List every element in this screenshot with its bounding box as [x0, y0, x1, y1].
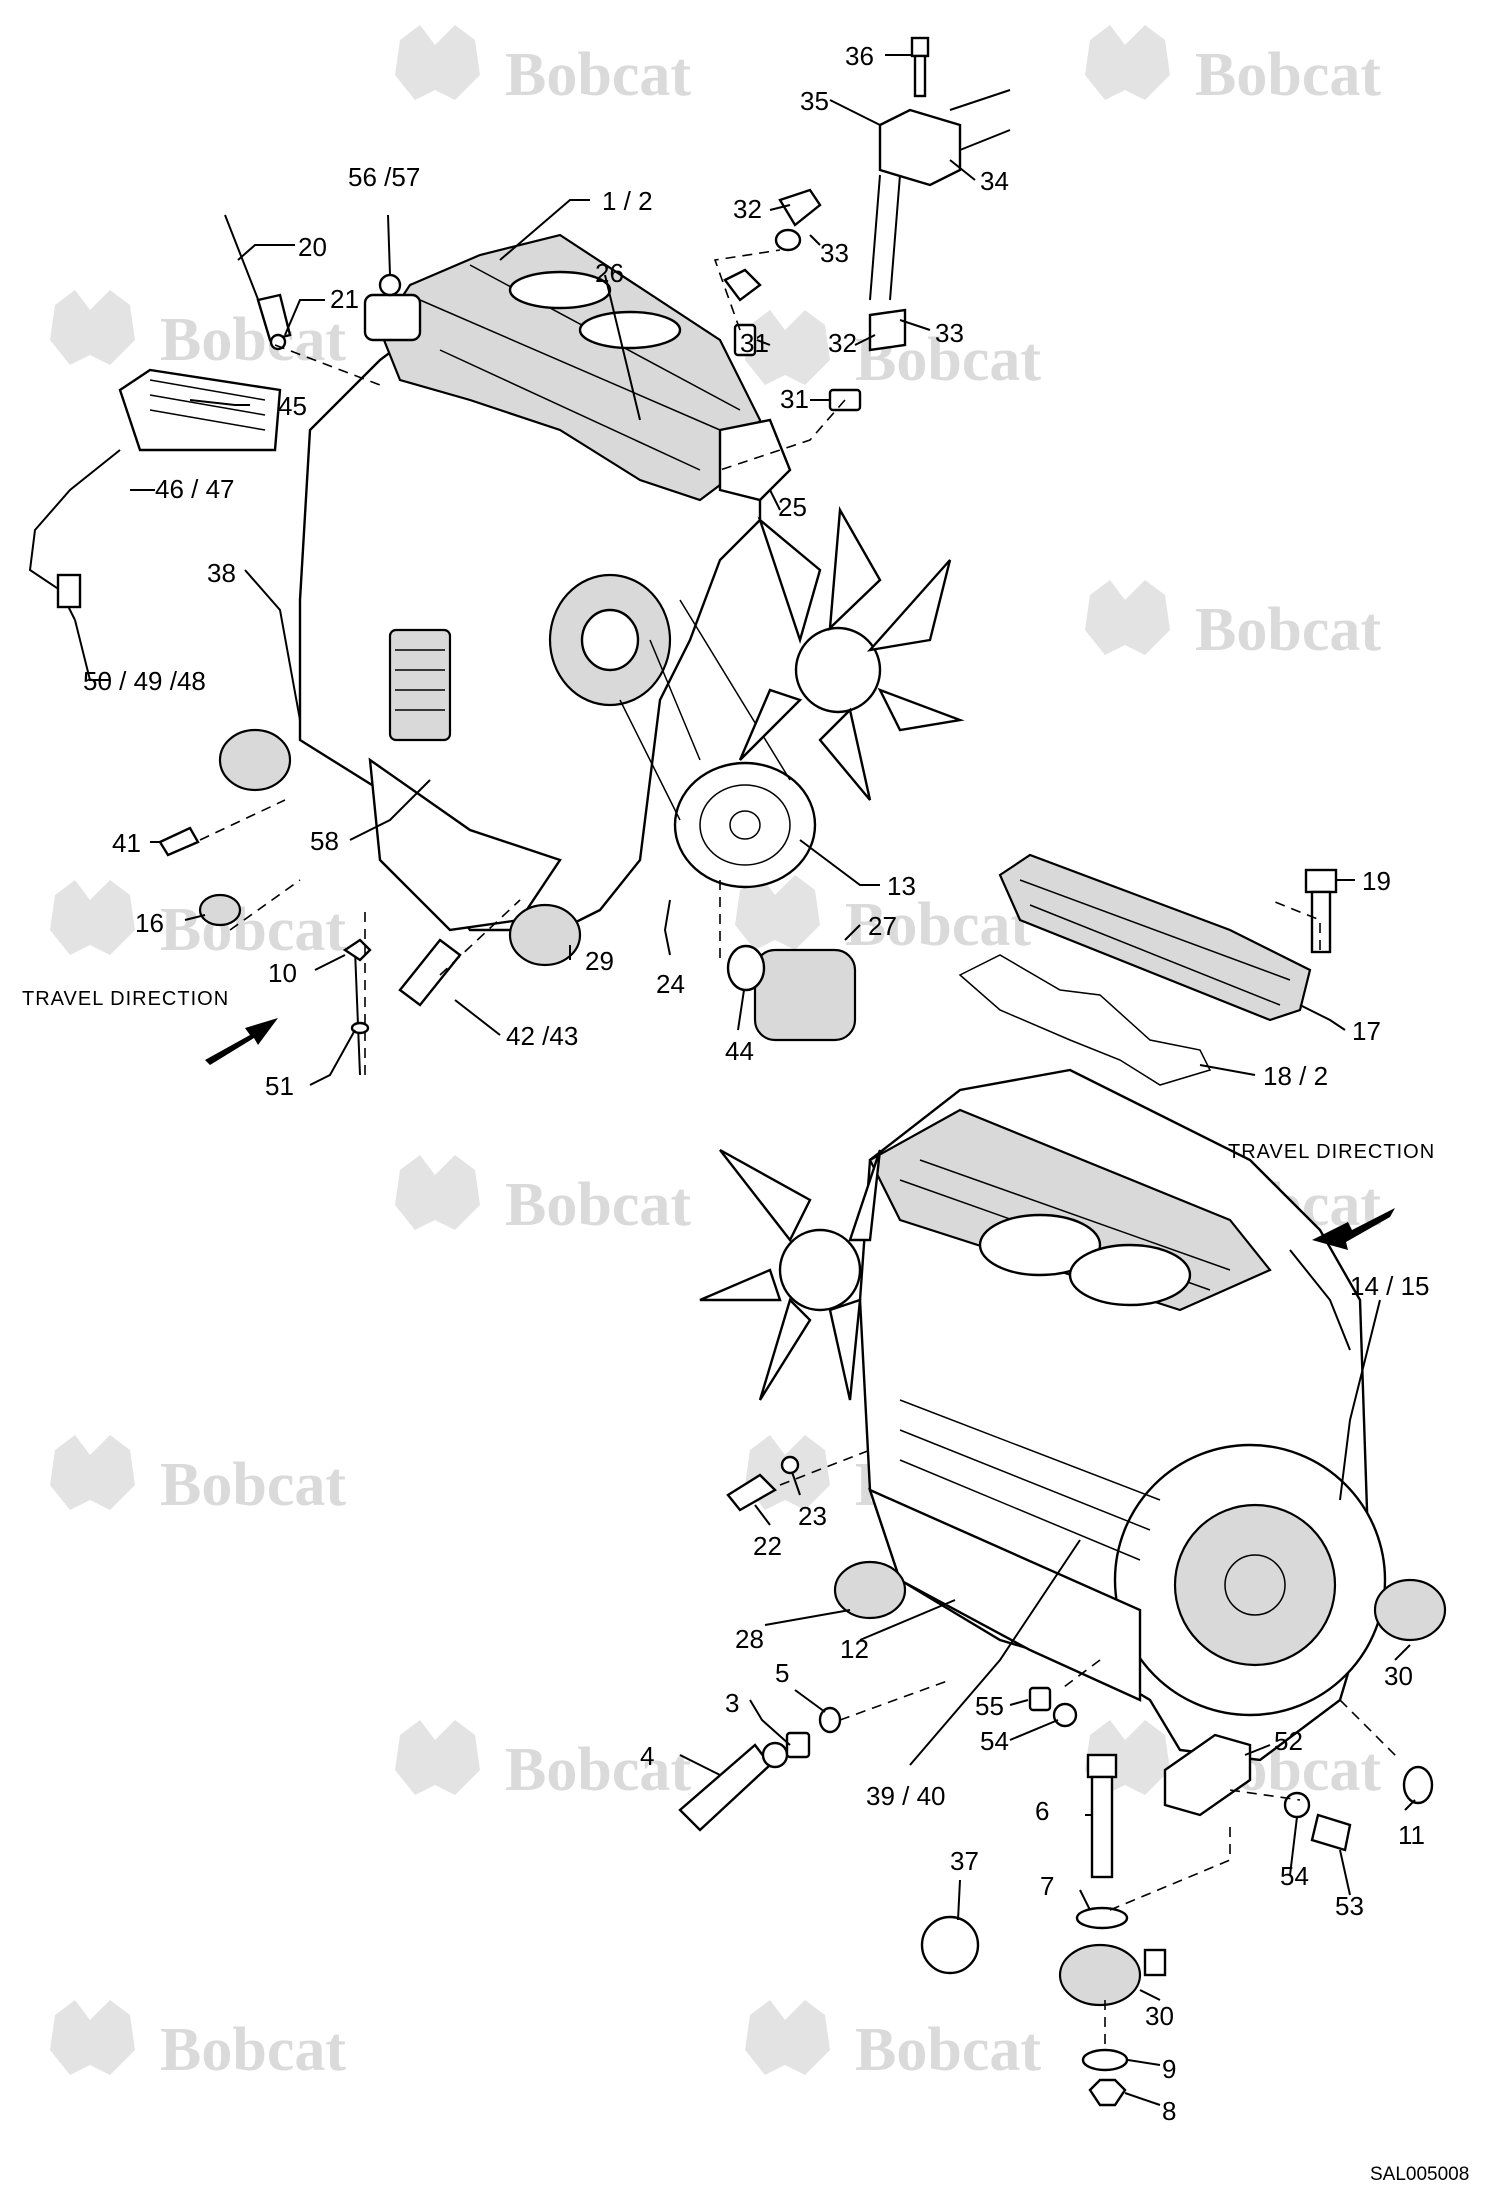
- callout-10: 10: [268, 958, 297, 988]
- callout-4: 4: [640, 1741, 654, 1771]
- callout-17: 17: [1352, 1016, 1381, 1046]
- svg-text:Bobcat: Bobcat: [505, 1736, 691, 1804]
- svg-text:Bobcat: Bobcat: [845, 891, 1031, 959]
- travel-arrow-lower-icon: [1312, 1208, 1395, 1250]
- callout-34: 34: [980, 166, 1009, 196]
- callout-54: 54: [1280, 1861, 1309, 1891]
- engine-front-view: [28, 233, 965, 967]
- svg-text:Bobcat: Bobcat: [855, 2016, 1041, 2084]
- callout-58: 58: [310, 826, 339, 856]
- svg-text:Bobcat: Bobcat: [160, 2016, 346, 2084]
- callout-3: 3: [725, 1688, 739, 1718]
- callout-31: 31: [740, 328, 769, 358]
- callout-30: 30: [1145, 2001, 1174, 2031]
- engine-rear-view: [699, 1068, 1447, 1762]
- callout-13: 13: [887, 871, 916, 901]
- svg-text:Bobcat: Bobcat: [1195, 596, 1381, 664]
- callout-18-2: 18 / 2: [1263, 1061, 1328, 1091]
- callout-39-40: 39 / 40: [866, 1781, 946, 1811]
- lower-loose-parts: [678, 1455, 1434, 2107]
- reference-lines: [199, 249, 1401, 2050]
- travel-direction-label-lower: TRAVEL DIRECTION: [1228, 1141, 1435, 1163]
- callout-56-57: 56 /57: [348, 162, 420, 192]
- callout-26: 26: [595, 258, 624, 288]
- watermark-icon: Bobcat: [745, 2000, 1041, 2084]
- callout-11: 11: [1398, 1820, 1425, 1850]
- cooling-fan-rear-icon: [699, 1148, 882, 1401]
- callout-32: 32: [733, 194, 762, 224]
- svg-text:Bobcat: Bobcat: [505, 1171, 691, 1239]
- svg-text:Bobcat: Bobcat: [160, 896, 346, 964]
- callout-20: 20: [298, 232, 327, 262]
- watermark-icon: Bobcat: [50, 2000, 346, 2084]
- watermark-icon: Bobcat: [745, 310, 1041, 394]
- callout-50-49-48: 50 / 49 /48: [83, 666, 206, 696]
- callout-37: 37: [950, 1846, 979, 1876]
- callout-33: 33: [935, 318, 964, 348]
- watermark-icon: Bobcat: [395, 1155, 691, 1239]
- callout-1-2: 1 / 2: [602, 186, 653, 216]
- callout-6: 6: [1035, 1796, 1049, 1826]
- callout-28: 28: [735, 1624, 764, 1654]
- cooling-fan-icon: [738, 506, 965, 801]
- callout-52: 52: [1274, 1726, 1303, 1756]
- callout-29: 29: [585, 946, 614, 976]
- callout-31: 31: [780, 384, 809, 414]
- watermark-icon: Bobcat: [50, 1435, 346, 1519]
- svg-text:Bobcat: Bobcat: [160, 1451, 346, 1519]
- callout-21: 21: [330, 284, 359, 314]
- upper-loose-parts: [158, 36, 1338, 1086]
- callout-36: 36: [845, 41, 874, 71]
- callout-25: 25: [778, 492, 807, 522]
- callout-35: 35: [800, 86, 829, 116]
- svg-text:Bobcat: Bobcat: [1195, 41, 1381, 109]
- callout-45: 45: [278, 391, 307, 421]
- callout-53: 53: [1335, 1891, 1364, 1921]
- callout-41: 41: [112, 828, 141, 858]
- callout-14-15: 14 / 15: [1350, 1271, 1430, 1301]
- watermark-icon: Bobcat: [1085, 25, 1381, 109]
- svg-text:Bobcat: Bobcat: [160, 306, 346, 374]
- callout-24: 24: [656, 969, 685, 999]
- callout-38: 38: [207, 558, 236, 588]
- callout-5: 5: [775, 1658, 789, 1688]
- watermark-icon: Bobcat: [395, 1720, 691, 1804]
- travel-arrow-upper-icon: [205, 1018, 278, 1065]
- svg-text:Bobcat: Bobcat: [505, 41, 691, 109]
- callout-9: 9: [1162, 2054, 1176, 2084]
- leader-lines: [74, 54, 1416, 2106]
- callout-42-43: 42 /43: [506, 1021, 578, 1051]
- callout-55: 55: [975, 1691, 1004, 1721]
- callout-8: 8: [1162, 2096, 1176, 2126]
- callout-32: 32: [828, 328, 857, 358]
- watermark-icon: Bobcat: [1085, 580, 1381, 664]
- watermark-icon: Bobcat: [50, 880, 346, 964]
- callout-44: 44: [725, 1036, 754, 1066]
- travel-direction-label-upper: TRAVEL DIRECTION: [22, 988, 229, 1010]
- callout-51: 51: [265, 1071, 294, 1101]
- callout-7: 7: [1040, 1871, 1054, 1901]
- watermark-icon: Bobcat: [50, 290, 346, 374]
- callout-19: 19: [1362, 866, 1391, 896]
- watermark-icon: Bobcat: [735, 875, 1031, 959]
- callout-22: 22: [753, 1531, 782, 1561]
- callout-30: 30: [1384, 1661, 1413, 1691]
- watermark-icon: Bobcat: [395, 25, 691, 109]
- callout-16: 16: [135, 908, 164, 938]
- callout-33: 33: [820, 238, 849, 268]
- callout-12: 12: [840, 1634, 869, 1664]
- callout-54: 54: [980, 1726, 1009, 1756]
- drawing-code: SAL005008: [1370, 2164, 1469, 2185]
- callout-23: 23: [798, 1501, 827, 1531]
- callout-27: 27: [868, 911, 897, 941]
- callout-46-47: 46 / 47: [155, 474, 235, 504]
